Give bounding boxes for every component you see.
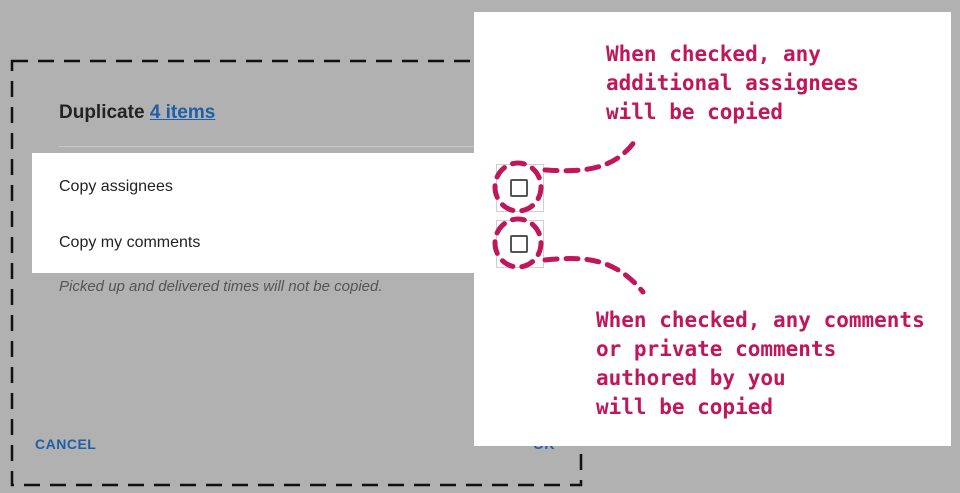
annotation-assignees-line: additional assignees [606, 71, 859, 95]
annotation-comments-line: authored by you [596, 366, 786, 390]
annotation-assignees-line: will be copied [606, 100, 784, 124]
annotation-assignees: When checked, any additional assignees wil… [606, 40, 859, 127]
copy-assignees-checkbox[interactable] [510, 179, 528, 197]
callout-line-assignees [542, 135, 640, 174]
highlight-circle-comments [492, 216, 544, 270]
annotation-comments-line: will be copied [596, 395, 774, 419]
copy-comments-checkbox[interactable] [510, 235, 528, 253]
copy-comments-label: Copy my comments [59, 234, 201, 251]
options-panel [32, 153, 474, 273]
highlight-circle-assignees [492, 160, 544, 214]
copy-assignees-label: Copy assignees [59, 178, 173, 195]
dialog-title-prefix: Duplicate [59, 102, 145, 123]
annotation-assignees-line: When checked, any [606, 42, 821, 66]
annotation-comments-line: When checked, any comments [596, 308, 925, 332]
title-divider [59, 146, 543, 147]
items-link[interactable]: 4 items [149, 102, 216, 123]
annotation-panel [474, 12, 951, 446]
cancel-button[interactable]: CANCEL [35, 436, 97, 452]
callout-line-comments [542, 256, 646, 295]
dialog-title: Duplicate 4 items [59, 102, 215, 124]
annotation-comments: When checked, any comments or private com… [596, 306, 925, 422]
copy-note: Picked up and delivered times will not b… [59, 278, 383, 295]
annotation-comments-line: or private comments [596, 337, 837, 361]
